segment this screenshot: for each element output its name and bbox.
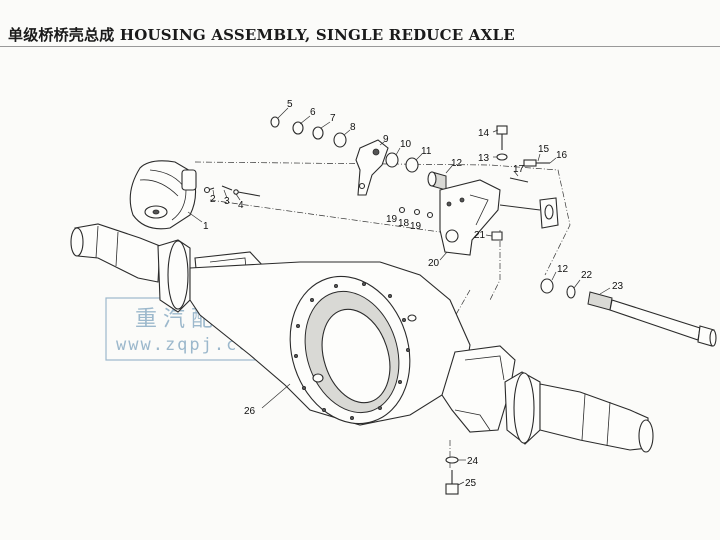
slack-adjuster-part-9: [355, 139, 389, 196]
seals-parts-10-12: [385, 152, 447, 191]
fasteners-parts-18-19-21: [398, 206, 503, 241]
bolt-parts-15-17: [509, 159, 550, 183]
callout-11: 11: [421, 146, 432, 157]
camshaft-bracket-part-20: [439, 179, 559, 256]
callout-8: 8: [350, 122, 356, 133]
callout-13: 13: [478, 153, 490, 164]
callout-16: 16: [556, 150, 568, 161]
title-rule: [0, 46, 720, 47]
callout-19-a: 19: [386, 214, 398, 225]
brake-chamber-part-1: [129, 160, 197, 230]
callout-25: 25: [465, 478, 477, 489]
callout-labels: 1 2 3 4 5 6 7 8 9 10 11 12 12 13 14 15 1…: [203, 99, 624, 489]
pins-parts-2-4: [203, 185, 261, 197]
camshaft-parts-22-23: [540, 278, 717, 347]
callout-7: 7: [330, 113, 336, 124]
axle-housing-part-26: [70, 223, 654, 453]
diagram-title: 单级桥桥壳总成 HOUSING ASSEMBLY, SINGLE REDUCE …: [8, 26, 515, 44]
bolt-parts-13-14: [496, 125, 508, 161]
callout-21: 21: [474, 230, 486, 241]
callout-24: 24: [467, 456, 479, 467]
leader-lines: [187, 107, 611, 486]
watermark-text-url: www.zqpj.com: [116, 335, 263, 355]
callout-12-right: 12: [557, 264, 569, 275]
callout-1: 1: [203, 221, 209, 232]
callout-19-b: 19: [410, 221, 422, 232]
callout-12-left: 12: [451, 158, 463, 169]
callout-14: 14: [478, 128, 490, 139]
callout-2: 2: [210, 194, 216, 205]
callout-5: 5: [287, 99, 293, 110]
bolt-parts-24-25: [445, 456, 459, 495]
callout-3: 3: [224, 196, 230, 207]
callout-17: 17: [513, 164, 525, 175]
callout-6: 6: [310, 107, 316, 118]
callout-23: 23: [612, 281, 624, 292]
washers-parts-5-8: [270, 116, 347, 148]
callout-4: 4: [238, 200, 244, 211]
callout-15: 15: [538, 144, 550, 155]
callout-26: 26: [244, 406, 256, 417]
callout-9: 9: [383, 134, 389, 145]
callout-10: 10: [400, 139, 412, 150]
callout-20: 20: [428, 258, 440, 269]
callout-22: 22: [581, 270, 593, 281]
callout-18: 18: [398, 218, 410, 229]
